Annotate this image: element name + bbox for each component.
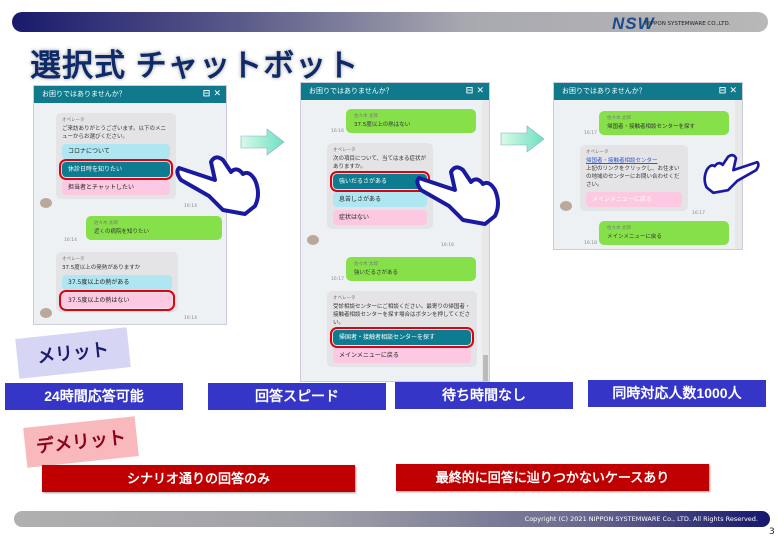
copyright: Copyright (C) 2021 NIPPON SYSTEMWARE Co.…: [524, 515, 758, 523]
user-message: 佐々木 太郎 37.5度以上の熱はない: [346, 109, 476, 133]
scrollbar-thumb[interactable]: [483, 355, 488, 381]
bot-message: オペレータ 37.5度以上の発熱がありますか 37.5度以上の熱がある 37.5…: [56, 252, 178, 312]
chat-header: お困りではありませんか？ ⊟ ✕: [301, 83, 489, 100]
user-message: 佐々木 太郎 メインメニューに戻る: [599, 221, 729, 245]
message-text: 次の項目について、当てはまる症状がありますか。: [333, 156, 426, 170]
right-arrow-icon: [500, 125, 545, 153]
chat-title: お困りではありませんか？: [42, 90, 126, 98]
timestamp: 16:18: [584, 241, 597, 246]
user-message: 佐々木 太郎 近くの病院を知りたい: [86, 216, 222, 240]
message-text: メインメニューに戻る: [607, 234, 662, 240]
window-controls[interactable]: ⊟ ✕: [202, 89, 221, 99]
timestamp: 16:16: [331, 129, 344, 134]
message-text: 近くの病院を知りたい: [94, 229, 150, 235]
bot-avatar: [560, 201, 572, 211]
chat-header: お困りではありませんか？ ⊟ ✕: [34, 86, 226, 103]
merit-item: 待ち時間なし: [395, 382, 573, 409]
message-text: 強いだるさがある: [354, 270, 399, 276]
pointing-hand-icon: [175, 155, 260, 216]
message-text: 37.5度以上の熱はない: [354, 122, 411, 128]
bot-message: オペレータ 次の項目について、当てはまる症状がありますか。 強いだるさがある 息…: [327, 143, 433, 229]
timestamp: 16:14: [184, 316, 197, 321]
bot-message: オペレータ 帰国者・接触者相談センター 上記のリンクをクリックし、お住まいの地域…: [580, 145, 688, 211]
page-title: 選択式 チャットボット: [30, 48, 360, 83]
window-controls[interactable]: ⊟ ✕: [718, 86, 737, 96]
message-text: 37.5度以上の発熱がありますか: [62, 265, 141, 271]
message-text: 帰国者・接触者相談センターを探す: [607, 124, 696, 130]
page-number: 3: [769, 527, 775, 537]
option-button[interactable]: 37.5度以上の熱がある: [62, 275, 172, 290]
pointing-hand-icon: [415, 165, 500, 226]
merit-item: 24時間応答可能: [5, 383, 183, 410]
sender: 佐々木 太郎: [607, 226, 631, 231]
option-button[interactable]: メインメニューに戻る: [586, 192, 682, 207]
sender: 佐々木 太郎: [354, 262, 378, 267]
chat-window-2: お困りではありませんか？ ⊟ ✕ 佐々木 太郎 37.5度以上の熱はない 16:1…: [300, 82, 490, 382]
demerit-item: シナリオ通りの回答のみ: [42, 465, 355, 492]
chat-title: お困りではありませんか？: [562, 87, 646, 95]
option-button-selected[interactable]: 37.5度以上の熱はない: [59, 290, 175, 311]
company-logo: NSW: [612, 14, 655, 33]
chat-header: お困りではありませんか？ ⊟ ✕: [554, 83, 742, 100]
bot-avatar: [40, 308, 52, 318]
timestamp: 16:14: [64, 238, 77, 243]
merit-item: 同時対応人数1000人: [588, 380, 766, 407]
timestamp: 16:16: [441, 243, 454, 248]
bot-avatar: [307, 235, 319, 245]
option-button[interactable]: コロナについて: [62, 144, 170, 159]
option-button-selected[interactable]: 休診日時を知りたい: [59, 159, 173, 180]
sender: オペレータ: [333, 148, 356, 153]
merit-label: メリット: [15, 327, 131, 379]
message-text: 上記のリンクをクリックし、お住まいの地域のセンターにお問い合わせください。: [586, 166, 680, 188]
footer-bar: [14, 511, 770, 527]
header-bar: [12, 12, 768, 32]
sender: 佐々木 太郎: [354, 114, 378, 119]
timestamp: 16:14: [184, 204, 197, 209]
window-controls[interactable]: ⊟ ✕: [465, 86, 484, 96]
timestamp: 16:17: [692, 211, 705, 216]
sender: オペレータ: [62, 118, 85, 123]
timestamp: 16:17: [331, 277, 344, 282]
user-message: 佐々木 太郎 強いだるさがある: [346, 257, 476, 281]
scrollbar[interactable]: [482, 100, 489, 381]
sender: オペレータ: [62, 257, 85, 262]
demerit-item: 最終的に回答に辿りつかないケースあり: [396, 464, 709, 491]
company-name: NIPPON SYSTEMWARE CO.,LTD.: [645, 21, 731, 27]
option-button-selected[interactable]: 帰国者・接触者相談センターを探す: [330, 327, 474, 348]
sender: 佐々木 太郎: [94, 221, 118, 226]
chat-title: お困りではありませんか？: [309, 87, 393, 95]
sender: オペレータ: [586, 150, 609, 155]
bot-avatar: [40, 198, 52, 208]
sender: オペレータ: [333, 296, 356, 301]
right-arrow-icon: [240, 128, 285, 156]
merit-item: 回答スピード: [208, 383, 386, 410]
chat-window-1: お困りではありませんか？ ⊟ ✕ オペレータ ご来訪ありがとうございます。以下のメ…: [33, 85, 227, 325]
bot-message: オペレータ ご来訪ありがとうございます。以下のメニューからお選びください。 コロ…: [56, 113, 176, 199]
option-button[interactable]: 症状はない: [333, 210, 427, 225]
option-button[interactable]: 息苦しさがある: [333, 192, 427, 207]
message-text: 受診相談センターにご相談ください。最寄りの帰国者・接触者相談センターを探す場合は…: [333, 304, 471, 326]
option-button-selected[interactable]: 強いだるさがある: [330, 171, 430, 192]
option-button[interactable]: 担当者とチャットしたい: [62, 180, 170, 195]
user-message: 佐々木 太郎 帰国者・接触者相談センターを探す: [599, 111, 729, 135]
bot-message: オペレータ 受診相談センターにご相談ください。最寄りの帰国者・接触者相談センター…: [327, 291, 477, 367]
message-text: ご来訪ありがとうございます。以下のメニューからお選びください。: [62, 126, 166, 140]
option-button[interactable]: メインメニューに戻る: [333, 348, 471, 363]
pointing-hand-icon: [703, 153, 760, 195]
demerit-label: デメリット: [23, 416, 139, 468]
timestamp: 16:17: [584, 131, 597, 136]
sender: 佐々木 太郎: [607, 116, 631, 121]
center-link[interactable]: 帰国者・接触者相談センター: [586, 158, 658, 164]
